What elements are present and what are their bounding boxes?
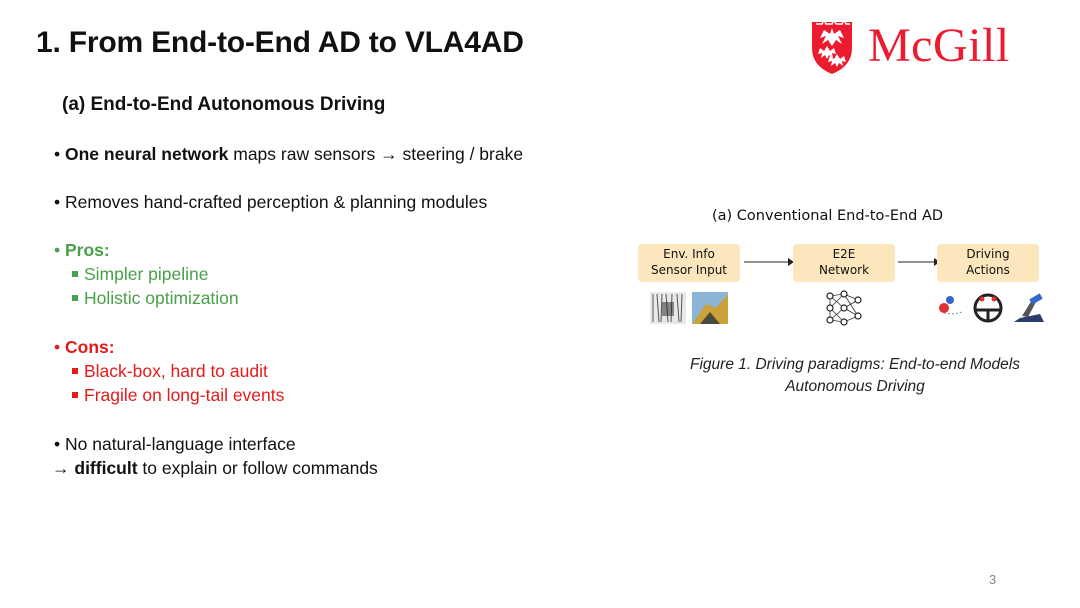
cons-item: Fragile on long-tail events: [70, 383, 284, 407]
box-line: Driving: [966, 247, 1010, 261]
square-bullet-icon: [72, 391, 78, 398]
pros-item: Simpler pipeline: [70, 262, 209, 286]
bullet-bold-text: difficult: [74, 458, 138, 478]
box-e2e-network: E2E Network: [793, 244, 895, 282]
pros-item-text: Holistic optimization: [84, 288, 239, 308]
box-line: E2E: [832, 247, 856, 261]
arrow-icon: [744, 258, 794, 266]
slide-title: 1. From End-to-End AD to VLA4AD: [36, 26, 524, 59]
square-bullet-icon: [72, 270, 78, 277]
section-subtitle: (a) End-to-End Autonomous Driving: [62, 94, 386, 115]
bullet-removes-modules: • Removes hand-crafted perception & plan…: [54, 192, 488, 212]
arrow-icon: [898, 258, 940, 266]
caption-line: Figure 1. Driving paradigms: End-to-end …: [690, 356, 1020, 373]
square-bullet-icon: [72, 294, 78, 301]
bullet-text: to explain or follow commands: [137, 458, 378, 478]
bullet-bold-text: One neural network: [65, 144, 229, 164]
sensor-images-icon: [650, 292, 728, 324]
pros-item: Holistic optimization: [70, 286, 239, 310]
bullet-no-language: • No natural-language interface: [54, 434, 296, 454]
box-line: Env. Info: [663, 247, 715, 261]
bullet-difficult: → difficult to explain or follow command…: [52, 456, 378, 480]
bullet-one-network: • One neural network maps raw sensors → …: [54, 144, 524, 164]
cons-label: Cons:: [65, 337, 115, 357]
pros-label: Pros:: [65, 240, 110, 260]
cons-item-text: Black-box, hard to audit: [84, 361, 268, 381]
box-line: Sensor Input: [650, 263, 728, 277]
figure-caption: Figure 1. Driving paradigms: End-to-end …: [660, 354, 1050, 398]
box-driving-actions: Driving Actions: [937, 244, 1039, 282]
arrow-prefix: →: [52, 458, 75, 478]
figure-heading: (a) Conventional End-to-End AD: [712, 208, 944, 224]
box-line: Actions: [966, 263, 1010, 277]
pros-heading: • Pros:: [54, 240, 110, 260]
bullet-text: No natural-language interface: [65, 434, 296, 454]
cons-heading: • Cons:: [54, 337, 115, 357]
mcgill-logo: McGill: [806, 18, 1056, 76]
figure-e2e-pipeline: (a) Conventional End-to-End AD Env. Info…: [630, 204, 1050, 404]
caption-line: Autonomous Driving: [785, 378, 925, 395]
pros-item-text: Simpler pipeline: [84, 264, 209, 284]
logo-wordmark: McGill: [868, 19, 1010, 72]
box-line: Network: [818, 263, 870, 277]
cons-item: Black-box, hard to audit: [70, 359, 268, 383]
bullet-text: maps raw sensors → steering / brake: [228, 144, 524, 164]
bullet-text: Removes hand-crafted perception & planni…: [65, 192, 488, 212]
driving-controls-icon: [939, 293, 1044, 323]
page-number: 3: [989, 572, 997, 587]
square-bullet-icon: [72, 367, 78, 374]
crest-icon: [812, 18, 852, 74]
neural-network-icon: [826, 290, 862, 326]
box-sensor-input: Env. Info Sensor Input: [638, 244, 740, 282]
cons-item-text: Fragile on long-tail events: [84, 385, 285, 405]
